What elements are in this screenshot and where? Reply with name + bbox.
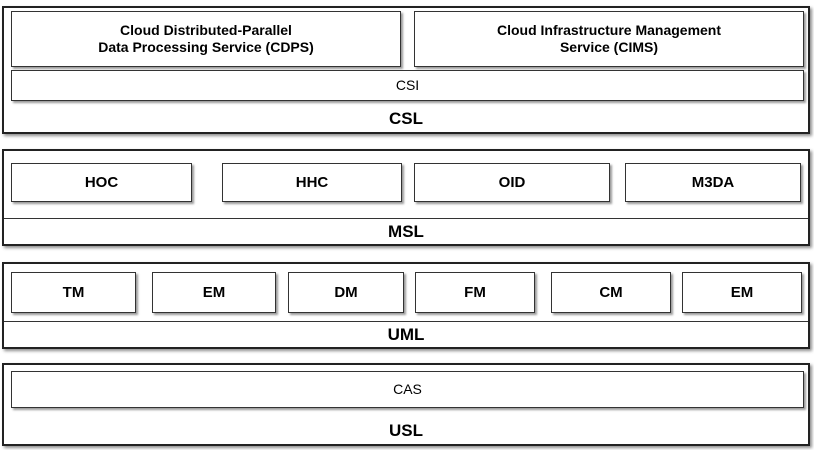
uml-item-cm: CM (551, 272, 671, 313)
cdps-box: Cloud Distributed-Parallel Data Processi… (11, 11, 401, 67)
msl-item-hhc: HHC (222, 163, 402, 202)
msl-item-hoc: HOC (11, 163, 192, 202)
uml-item-em-2: EM (682, 272, 802, 313)
uml-item-tm: TM (11, 272, 136, 313)
usl-label: USL (389, 421, 423, 440)
uml-item-em-1: EM (152, 272, 276, 313)
csi-box: CSI (11, 70, 804, 101)
csl-label: CSL (389, 109, 423, 128)
usl-layer: CAS USL (2, 363, 810, 446)
msl-layer: HOC HHC OID M3DA MSL (2, 149, 810, 246)
msl-item-m3da: M3DA (625, 163, 801, 202)
cims-box: Cloud Infrastructure Management Service … (414, 11, 804, 67)
uml-item-dm: DM (288, 272, 404, 313)
uml-layer: TM EM DM FM CM EM UML (2, 262, 810, 349)
uml-item-fm: FM (415, 272, 535, 313)
cas-box: CAS (11, 371, 804, 408)
msl-item-oid: OID (414, 163, 610, 202)
csl-layer: Cloud Distributed-Parallel Data Processi… (2, 6, 810, 134)
msl-label: MSL (4, 218, 808, 244)
uml-label: UML (4, 321, 808, 347)
